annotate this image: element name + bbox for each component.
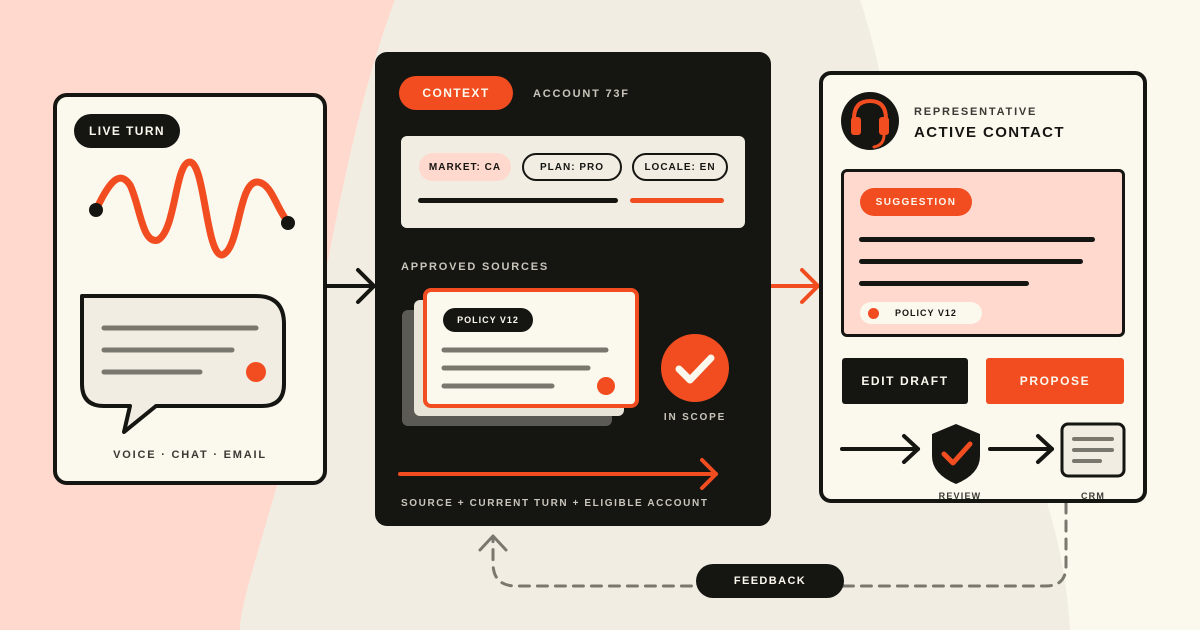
attribute-bar-accent (630, 198, 724, 203)
workflow-icons (840, 422, 1126, 484)
arrow-icon (840, 434, 920, 464)
role-label: REPRESENTATIVE (914, 106, 1038, 118)
feedback-badge: FEEDBACK (696, 564, 844, 598)
arrow-icon (768, 268, 820, 304)
live-turn-badge: LIVE TURN (74, 114, 180, 148)
status-dot-icon (868, 307, 879, 319)
shield-check-icon (932, 424, 980, 484)
in-scope-label: IN SCOPE (663, 412, 727, 423)
policy-reference-label: POLICY V12 (895, 308, 957, 318)
suggestion-text-line (859, 281, 1029, 286)
active-contact-title: ACTIVE CONTACT (914, 124, 1065, 141)
suggestion-text-line (859, 237, 1095, 242)
suggestion-text-line (859, 259, 1083, 264)
tag-locale: LOCALE: EN (632, 153, 728, 181)
edit-draft-button[interactable]: EDIT DRAFT (842, 358, 968, 404)
tag-market: MARKET: CA (419, 153, 511, 181)
attribute-bar-dark (418, 198, 618, 203)
tag-plan: PLAN: PRO (522, 153, 622, 181)
propose-button[interactable]: PROPOSE (986, 358, 1124, 404)
policy-reference-chip: POLICY V12 (860, 302, 982, 324)
arrow-icon (324, 268, 376, 304)
live-turn-panel (53, 93, 327, 485)
chat-bubble-icon (80, 294, 286, 434)
account-attributes-card (401, 136, 745, 228)
check-circle-icon (661, 334, 729, 402)
context-footer: SOURCE + CURRENT TURN + ELIGIBLE ACCOUNT (401, 498, 709, 509)
policy-badge: POLICY V12 (443, 308, 533, 332)
headset-icon (841, 92, 899, 150)
crm-label: CRM (1080, 491, 1106, 501)
crm-document-icon (1060, 422, 1126, 478)
suggestion-badge: SUGGESTION (860, 188, 972, 216)
account-label: ACCOUNT 73F (533, 88, 630, 100)
tab-context[interactable]: CONTEXT (399, 76, 513, 110)
arrow-icon (398, 458, 718, 490)
arrow-icon (988, 434, 1054, 464)
waveform-icon (89, 158, 295, 259)
review-label: REVIEW (938, 491, 982, 501)
channels-label: VOICE · CHAT · EMAIL (113, 449, 267, 461)
approved-sources-heading: APPROVED SOURCES (401, 261, 549, 273)
arrow-icon (478, 534, 508, 552)
